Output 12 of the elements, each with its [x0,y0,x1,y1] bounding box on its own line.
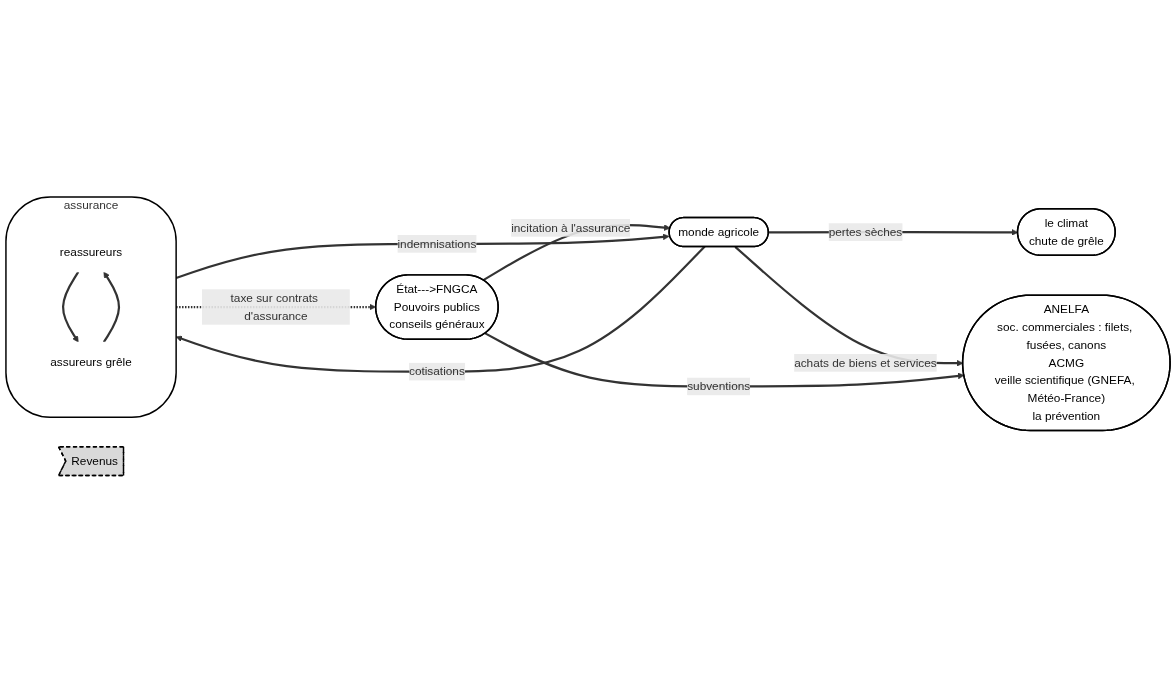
arrow [62,271,80,343]
arrow [102,271,121,343]
arrow [484,332,965,388]
edge-label: taxe sur contrats d'assurance [230,291,318,323]
edge-label: cotisations [408,365,465,378]
edge-label: subventions [687,380,751,393]
edge-label: indemnisations [397,237,477,251]
edge-label: achats de biens et services [794,356,937,370]
node-text: assureurs grêle [50,355,132,369]
edge-label: incitation à l'assurance [511,221,631,235]
edge-label: pertes sèches [828,225,903,239]
node-text: reassureurs [59,245,123,259]
